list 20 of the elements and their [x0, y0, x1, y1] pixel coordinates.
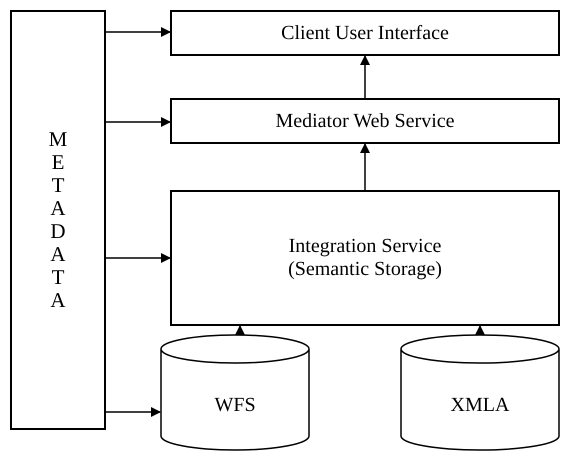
- node-label: XMLA: [450, 394, 510, 417]
- arrow: [106, 407, 161, 417]
- process-box: [170, 10, 560, 56]
- cylinder-shape: [400, 335, 560, 450]
- arrow: [235, 325, 245, 335]
- arrow: [360, 55, 370, 98]
- process-box: [170, 190, 560, 326]
- process-box: [170, 98, 560, 144]
- cylinder-shape: [160, 335, 310, 450]
- node-label: Integration Service (Semantic Storage): [287, 235, 443, 281]
- arrow: [106, 117, 171, 127]
- node-label: Mediator Web Service: [275, 110, 455, 132]
- metadata-bar: [10, 10, 106, 430]
- arrow: [106, 253, 171, 263]
- arrow: [360, 143, 370, 190]
- node-label: Client User Interface: [281, 22, 449, 44]
- arrow: [106, 27, 171, 37]
- arrow: [475, 325, 485, 335]
- node-label: WFS: [214, 394, 256, 417]
- node-label: METADATA: [48, 128, 68, 312]
